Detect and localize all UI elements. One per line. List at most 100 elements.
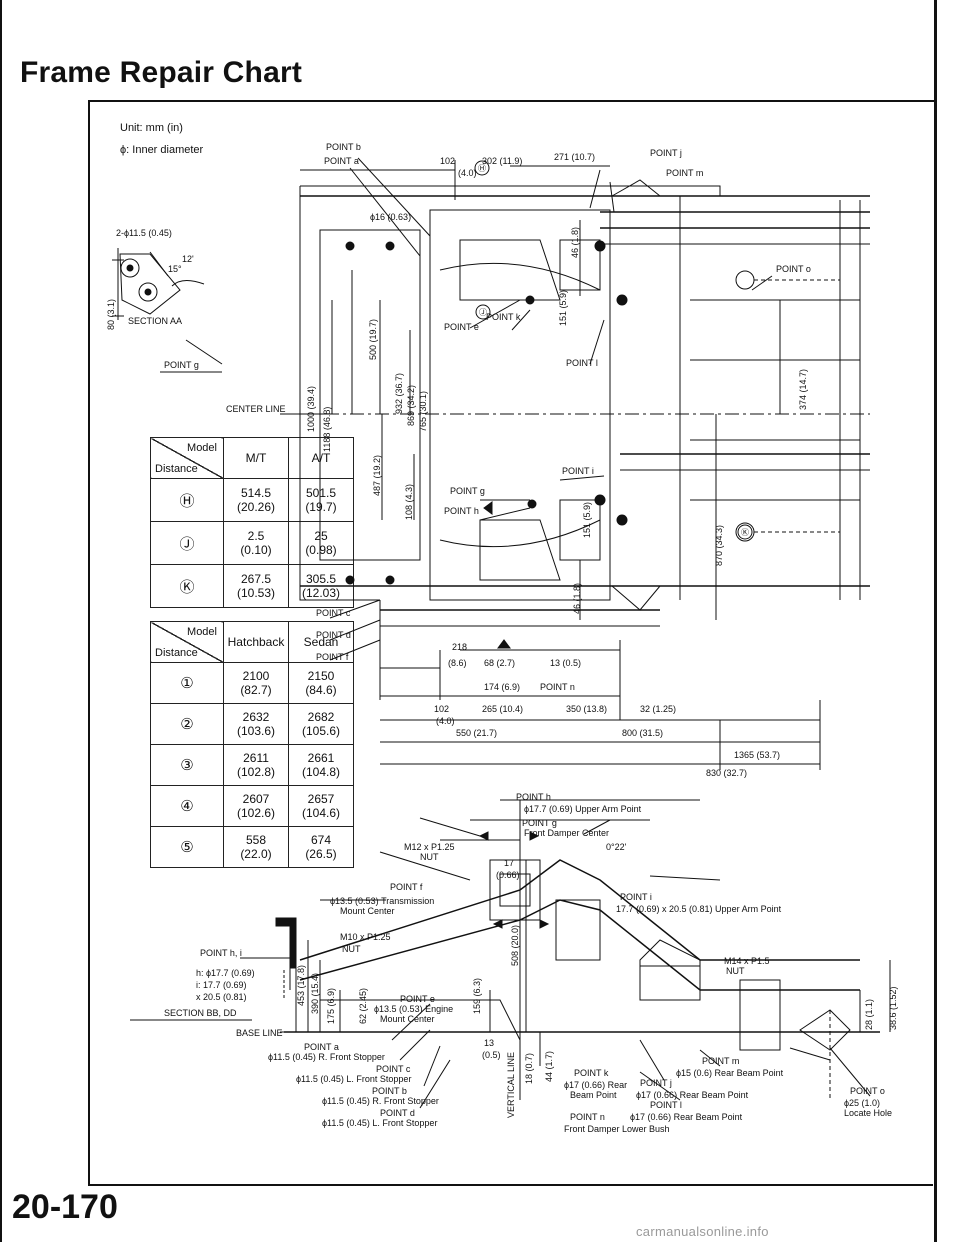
hole-circle [138, 282, 158, 302]
table-row: ② 2632(103.6) 2682(105.6) [150, 703, 354, 745]
body-style-distance-table: Model Distance Hatchback Sedan ① 2100(82… [150, 621, 354, 868]
plan-dim-46-label: 46 (1.8) [570, 227, 580, 258]
row-label: ② [150, 703, 224, 745]
side-point-i-label: POINT i [620, 892, 652, 902]
plan-point-n-label: POINT n [540, 682, 575, 692]
plan-dim-265-label: 265 (10.4) [482, 704, 523, 714]
cell-value: 514.5 [240, 486, 272, 500]
point-dot [525, 295, 535, 305]
arrow-head [529, 831, 540, 841]
marker-h-circle [474, 160, 490, 176]
side-dim-28-label: 28 (1.1) [864, 999, 874, 1030]
plan-dim-800-label: 800 (31.5) [622, 728, 663, 738]
side-point-d-label: POINT d [380, 1108, 415, 1118]
side-rear-beam-l-label: ϕ17 (0.66) Rear Beam Point [630, 1112, 743, 1122]
cell-value: (0.98) [305, 543, 337, 557]
plan-dim-350-label: 350 (13.8) [566, 704, 607, 714]
cell-value: 2661 [307, 751, 335, 765]
frame-curve [439, 262, 601, 291]
plan-dim-271-label: 271 (10.7) [554, 152, 595, 162]
plan-point-k-label: POINT k [486, 312, 521, 322]
subframe-outline [429, 209, 611, 601]
leader-line [789, 1047, 831, 1061]
corner-model-label: Model [187, 442, 217, 454]
plan-dim-765-label: 765 (30.1) [418, 391, 428, 432]
cell-value: 267.5 [240, 572, 272, 586]
plan-dim-374-label: 374 (14.7) [798, 369, 808, 410]
plan-dim-500-label: 500 (19.7) [368, 319, 378, 360]
point-dot [345, 241, 355, 251]
subframe-outline [319, 229, 421, 561]
plan-point-b-label: POINT b [326, 142, 361, 152]
side-point-l-label: POINT l [650, 1100, 682, 1110]
plan-point-f-label: POINT f [316, 652, 349, 662]
cell-value: 25 [314, 529, 328, 543]
plan-dim-68-label: 68 (2.7) [484, 658, 515, 668]
cell-value: (102.6) [236, 806, 276, 820]
side-dim-390-label: 390 (15.4) [310, 973, 320, 1014]
leader-line [649, 875, 721, 881]
leader-line [419, 1059, 451, 1109]
cell-value: 2100 [242, 669, 270, 683]
plan-dim-218-label: 218 [452, 642, 467, 652]
side-dim-453-label: 453 (17.8) [296, 965, 306, 1006]
side-front-stop-r2-label: ϕ11.5 (0.45) R. Front Stopper [322, 1096, 439, 1106]
cell-value: 2657 [307, 792, 335, 806]
marker-k-circle [737, 524, 753, 540]
cell-value: (104.6) [301, 806, 341, 820]
cell-value: (102.8) [236, 765, 276, 779]
leader-line [589, 169, 601, 209]
center-line-label: CENTER LINE [226, 404, 286, 414]
cell-value: 674 [310, 833, 332, 847]
corner-distance-label: Distance [155, 463, 198, 475]
point-dot [616, 514, 628, 526]
section-aa-point-label: POINT g [164, 360, 199, 370]
mount-block [559, 239, 601, 291]
chart-frame [88, 100, 935, 1184]
cell-value: (103.6) [236, 724, 276, 738]
cell-value: 2607 [242, 792, 270, 806]
side-engine-mount2-label: Mount Center [380, 1014, 435, 1024]
cell-value: (26.5) [305, 847, 337, 861]
point-g-leader [185, 339, 223, 365]
hole-center [126, 264, 134, 272]
leader-line [357, 157, 431, 237]
section-bb-h-label: h: ϕ17.7 (0.69) [196, 968, 255, 978]
side-bracket [739, 979, 781, 1051]
frame-outline [300, 185, 721, 196]
cell-value: 2611 [243, 751, 269, 765]
corner-model-label: Model [187, 626, 217, 638]
table-row: Ⓙ 2.5(0.10) 25(0.98) [150, 521, 354, 565]
point-dot [345, 575, 355, 585]
leader-line [379, 851, 471, 881]
side-point-b-label: POINT b [372, 1086, 407, 1096]
plan-point-d-label: POINT d [316, 630, 351, 640]
marker-j-circle [475, 304, 491, 320]
unit-note: Unit: mm (in) [120, 122, 183, 134]
section-aa-figure [112, 248, 223, 373]
leader-line [329, 639, 381, 661]
side-rear-beam-label: ϕ15 (0.6) Rear Beam Point [676, 1068, 784, 1078]
side-m12-label: M12 x P1.25 [404, 842, 455, 852]
side-trans-mount-label: ϕ13.5 (0.53) Transmission [330, 896, 434, 906]
side-dim-17-label: 17 [504, 858, 514, 868]
point-dot [616, 294, 628, 306]
plan-dim-174-label: 174 (6.9) [484, 682, 520, 692]
side-point-j-label: POINT j [640, 1078, 672, 1088]
rear-beam-mount [799, 1009, 851, 1051]
column-header: Hatchback [223, 621, 289, 663]
side-dim-05-label: (0.5) [482, 1050, 501, 1060]
plan-dim-102-label: 102 [440, 156, 455, 166]
marker-h-label: Ⓗ [478, 164, 486, 173]
side-nut3-label: NUT [726, 966, 745, 976]
frame-curve [439, 519, 601, 548]
table-corner: Model Distance [150, 621, 224, 663]
cell-value: (82.7) [240, 683, 272, 697]
plan-dim-102c-label: 102 [434, 704, 449, 714]
side-frame-lower [320, 999, 521, 1041]
corner-distance-label: Distance [155, 647, 198, 659]
section-bb-i-label: i: 17.7 (0.69) [196, 980, 247, 990]
side-nut-label: NUT [420, 852, 439, 862]
damper-tower [489, 859, 541, 921]
plan-point-a-label: POINT a [324, 156, 359, 166]
